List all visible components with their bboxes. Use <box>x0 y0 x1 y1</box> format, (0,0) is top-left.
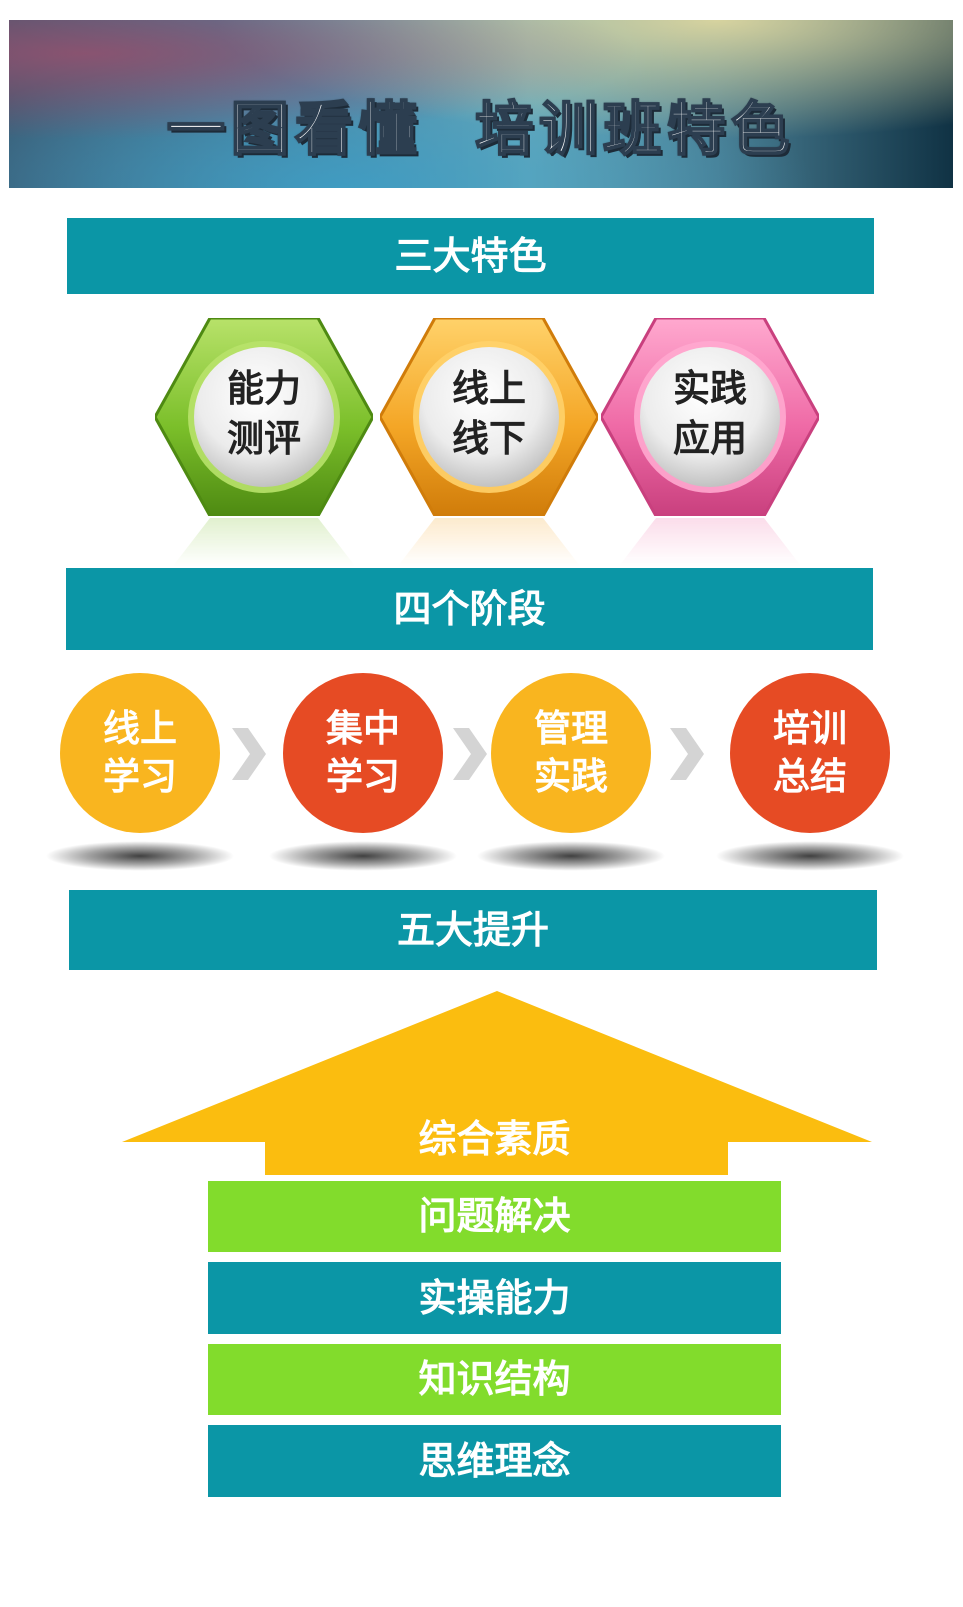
stage-label-line1: 集中 <box>326 707 400 750</box>
feature-hexagon: 线上线下 <box>380 318 598 516</box>
feature-reflection <box>601 518 819 566</box>
section-features-header: 三大特色 <box>67 218 874 294</box>
stage-shadow <box>268 841 458 871</box>
stage-circle: 管理实践 <box>491 673 651 833</box>
stage-shadow <box>476 841 666 871</box>
feature-reflection <box>380 518 598 566</box>
stage-label-line2: 学习 <box>326 755 400 798</box>
stage-label-line1: 管理 <box>534 707 608 750</box>
section-features-title: 三大特色 <box>394 234 547 278</box>
stage-circle: 集中学习 <box>283 673 443 833</box>
feature-label: 能力测评 <box>155 364 373 464</box>
stage-label-line1: 培训 <box>773 707 847 750</box>
stage-label-line1: 线上 <box>103 707 177 750</box>
improvement-level: 实操能力 <box>208 1262 781 1334</box>
section-improvements-header: 五大提升 <box>69 890 877 970</box>
feature-label-line1: 线上 <box>452 367 526 410</box>
improvement-level: 问题解决 <box>208 1181 781 1252</box>
feature-label-line2: 应用 <box>673 417 747 460</box>
feature-label: 线上线下 <box>380 364 598 464</box>
feature-hexagon: 实践应用 <box>601 318 819 516</box>
stage-circle: 线上学习 <box>60 673 220 833</box>
feature-label-line1: 能力 <box>227 367 301 410</box>
chevron-right-icon <box>666 728 706 784</box>
title-banner: 一图看懂 培训班特色 <box>9 20 953 188</box>
chevron-right-icon <box>449 728 489 784</box>
stage-circle: 培训总结 <box>730 673 890 833</box>
feature-label-line2: 测评 <box>227 417 301 460</box>
section-stages-header: 四个阶段 <box>66 568 873 650</box>
feature-label: 实践应用 <box>601 364 819 464</box>
stage-shadow <box>715 841 905 871</box>
stage-label-line2: 总结 <box>773 755 847 798</box>
stage-shadow <box>45 841 235 871</box>
feature-label-line1: 实践 <box>673 367 747 410</box>
improvement-top-label: 综合素质 <box>418 1117 571 1161</box>
stage-label-line2: 实践 <box>534 755 608 798</box>
improvement-level: 知识结构 <box>208 1344 781 1415</box>
section-improvements-title: 五大提升 <box>396 908 549 952</box>
feature-label-line2: 线下 <box>452 417 526 460</box>
stage-label-line2: 学习 <box>103 755 177 798</box>
chevron-right-icon <box>228 728 268 784</box>
banner-title: 一图看懂 培训班特色 <box>166 94 796 164</box>
section-stages-title: 四个阶段 <box>393 587 546 631</box>
feature-reflection <box>155 518 373 566</box>
feature-hexagon: 能力测评 <box>155 318 373 516</box>
improvement-level: 思维理念 <box>208 1425 781 1497</box>
